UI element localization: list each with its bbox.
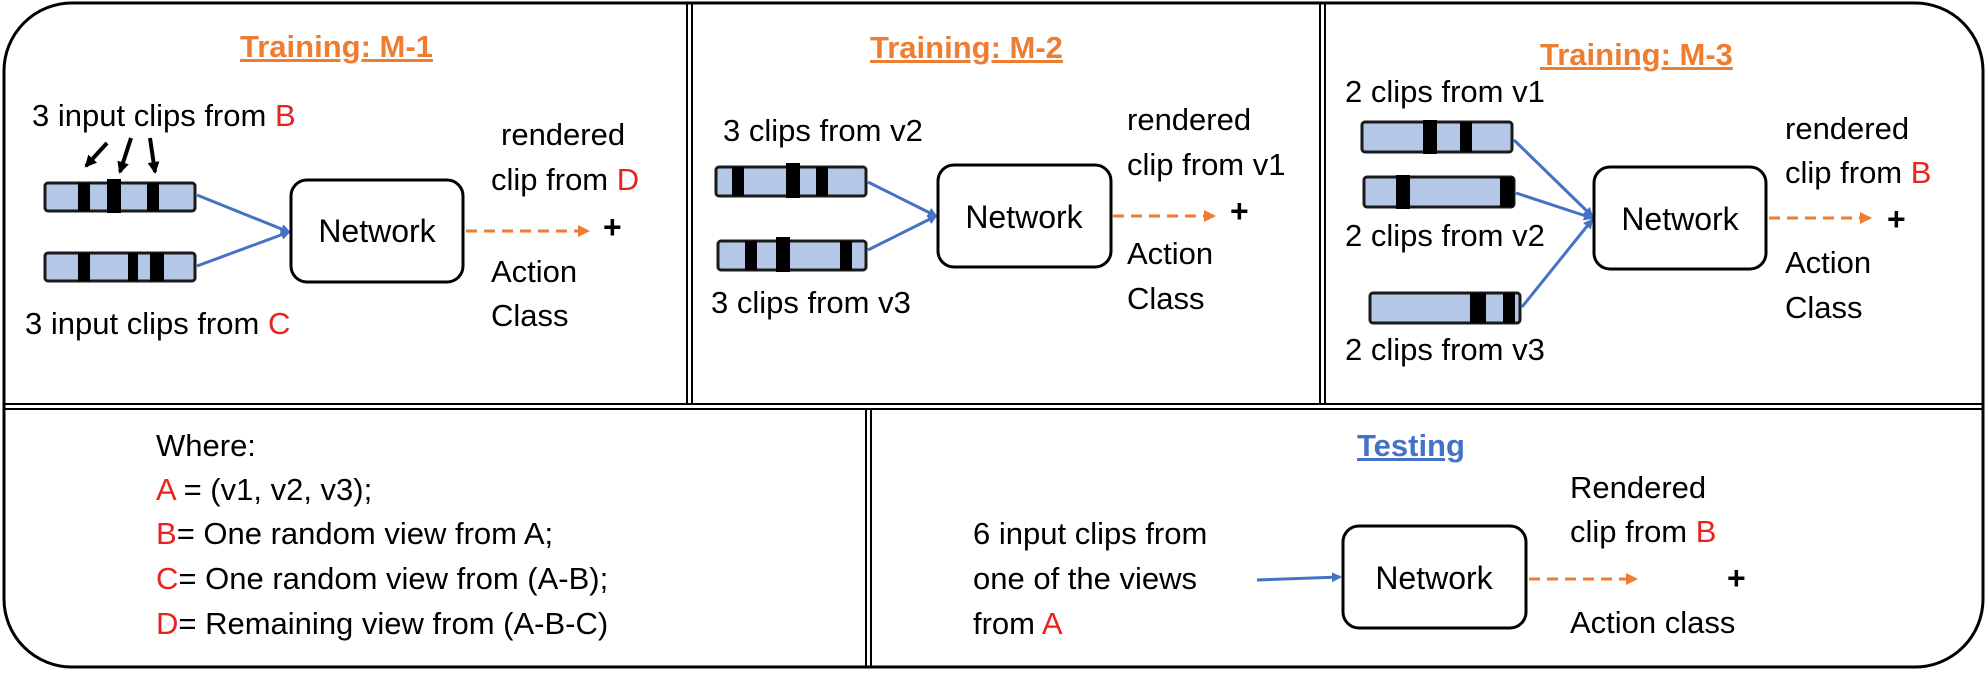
m3-action-line1: Action xyxy=(1785,245,1872,280)
m3-output-line2-text: clip from xyxy=(1785,155,1911,190)
testing-input-line2: one of the views xyxy=(973,561,1198,596)
m2-network-label: Network xyxy=(965,199,1083,235)
m1-plus: + xyxy=(603,209,622,245)
m1-output-var: D xyxy=(616,162,640,197)
divider-horizontal xyxy=(4,403,1983,410)
m2-title: Training: M-2 xyxy=(870,30,1063,65)
where-text-a: = (v1, v2, v3); xyxy=(174,472,373,507)
m1-title: Training: M-1 xyxy=(240,29,433,64)
m1-output-line1: rendered xyxy=(501,117,626,152)
where-text-d: = Remaining view from (A-B-C) xyxy=(178,606,609,641)
m1-arrow-top xyxy=(196,193,291,234)
m1-top-label-var: B xyxy=(274,98,296,133)
m3-arrow-2 xyxy=(1515,191,1594,221)
m1-bottom-label-text: 3 input clips from xyxy=(25,306,268,341)
m1-bottom-label-var: C xyxy=(267,306,291,341)
testing-plus: + xyxy=(1727,560,1746,596)
testing-input-var: A xyxy=(1041,606,1063,641)
testing-input-line1: 6 input clips from xyxy=(973,516,1208,551)
m2-clip-bottom xyxy=(716,237,868,272)
testing-output-line2-text: clip from xyxy=(1570,514,1696,549)
m1-output-line2: clip from D xyxy=(491,164,639,195)
m1-network-label: Network xyxy=(318,213,436,249)
m2-top-label: 3 clips from v2 xyxy=(723,113,923,148)
m2-arrow-top xyxy=(867,180,938,218)
m2-clip-top xyxy=(714,163,868,198)
m1-clip-top xyxy=(43,179,197,213)
m3-label-1: 2 clips from v1 xyxy=(1345,74,1545,109)
m2-bottom-label: 3 clips from v3 xyxy=(711,285,911,320)
testing-action: Action class xyxy=(1570,605,1736,640)
where-line-d: D= Remaining view from (A-B-C) xyxy=(156,608,608,639)
m2-arrow-bottom xyxy=(867,214,938,252)
testing-title: Testing xyxy=(1357,428,1465,463)
m3-output-line1: rendered xyxy=(1785,111,1910,146)
divider-vertical-1 xyxy=(686,3,693,404)
m2-output-line1: rendered xyxy=(1127,102,1252,137)
m2-action-line1: Action xyxy=(1127,236,1214,271)
m2-action-line2: Class xyxy=(1127,281,1205,316)
m3-arrow-3 xyxy=(1520,218,1594,308)
m1-action-line1: Action xyxy=(491,254,578,289)
m2-output-line2: clip from v1 xyxy=(1127,147,1286,182)
testing-output-line2: clip from B xyxy=(1570,516,1716,547)
m1-arrow-bottom xyxy=(196,230,291,268)
outer-frame xyxy=(2,1,1985,669)
m3-clip-2 xyxy=(1362,175,1516,209)
testing-input-arrow xyxy=(1256,572,1342,583)
m1-bottom-label: 3 input clips from C xyxy=(25,308,290,339)
divider-vertical-2 xyxy=(1319,3,1326,404)
m2-network-box xyxy=(936,163,1113,269)
where-text-c: = One random view from (A-B); xyxy=(178,561,609,596)
m3-network-label: Network xyxy=(1621,201,1739,237)
m3-clip-3 xyxy=(1368,291,1522,325)
m1-clip-bottom xyxy=(43,251,197,283)
m3-clip-1 xyxy=(1360,120,1514,154)
where-line-b: B= One random view from A; xyxy=(156,518,553,549)
m3-title: Training: M-3 xyxy=(1540,37,1733,72)
m3-output-line2: clip from B xyxy=(1785,157,1931,188)
testing-output-line1: Rendered xyxy=(1570,470,1707,505)
m1-action-line2: Class xyxy=(491,298,569,333)
m1-top-label-text: 3 input clips from xyxy=(32,98,275,133)
where-var-a: A xyxy=(156,472,175,507)
m1-pointer-arrows xyxy=(84,137,160,174)
m3-label-2: 2 clips from v2 xyxy=(1345,218,1545,253)
testing-input-line3-text: from xyxy=(973,606,1042,641)
testing-network-box xyxy=(1341,524,1528,630)
m1-output-line2-text: clip from xyxy=(491,162,617,197)
m3-plus: + xyxy=(1887,201,1906,237)
m3-action-line2: Class xyxy=(1785,290,1863,325)
where-var-c: C xyxy=(156,561,179,596)
testing-output-var: B xyxy=(1695,514,1717,549)
m3-arrow-1 xyxy=(1512,138,1594,218)
testing-input-line3: from A xyxy=(973,608,1063,639)
where-line-a: A = (v1, v2, v3); xyxy=(156,474,372,505)
where-line-c: C= One random view from (A-B); xyxy=(156,563,608,594)
where-var-d: D xyxy=(156,606,179,641)
testing-network-label: Network xyxy=(1375,560,1493,596)
where-var-b: B xyxy=(156,516,177,551)
where-heading: Where: xyxy=(156,428,256,463)
m1-top-label: 3 input clips from B xyxy=(32,100,296,131)
m3-network-box xyxy=(1592,165,1768,271)
m3-output-var: B xyxy=(1910,155,1932,190)
m1-network-box xyxy=(289,178,465,284)
where-text-b: = One random view from A; xyxy=(176,516,554,551)
divider-vertical-3 xyxy=(865,409,872,667)
m2-plus: + xyxy=(1230,193,1249,229)
m3-label-3: 2 clips from v3 xyxy=(1345,332,1545,367)
